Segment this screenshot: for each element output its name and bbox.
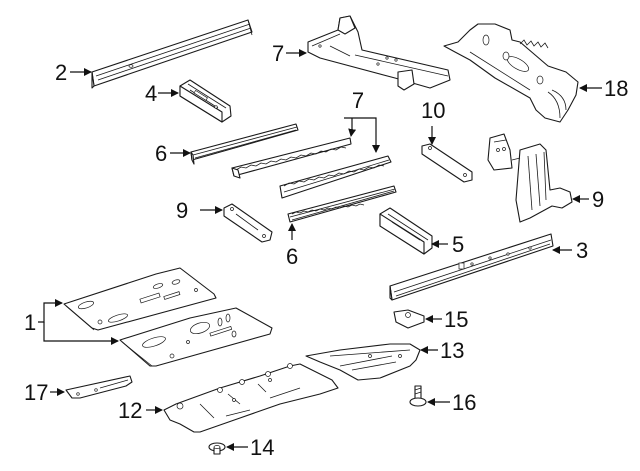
part-1-floor-pan-lower[interactable] xyxy=(119,307,273,367)
callout-17[interactable]: 17 xyxy=(24,380,48,405)
part-7-center-crossmember-lower[interactable] xyxy=(279,155,392,199)
leader-lines xyxy=(38,49,602,451)
callout-6-lower[interactable]: 6 xyxy=(286,244,298,269)
callout-7[interactable]: 7 xyxy=(352,88,364,113)
part-17-side-shield-strip[interactable] xyxy=(65,375,133,399)
part-8-floor-tunnel-assembly[interactable] xyxy=(307,15,451,91)
callout-13[interactable]: 13 xyxy=(440,338,464,363)
callout-9[interactable]: 9 xyxy=(592,187,604,212)
part-18-rear-crossmember[interactable] xyxy=(443,23,579,123)
callout-18[interactable]: 18 xyxy=(604,76,628,101)
part-6-seat-crossmember-upper[interactable] xyxy=(190,123,299,165)
part-9-side-bracket[interactable] xyxy=(487,133,573,223)
callout-3[interactable]: 3 xyxy=(576,238,588,263)
part-4-seat-mount-bracket[interactable] xyxy=(179,79,232,123)
part-12-under-floor-shield[interactable] xyxy=(163,363,339,433)
part-5-seat-bracket-lower[interactable] xyxy=(379,207,433,255)
part-16-bolt[interactable] xyxy=(409,385,427,407)
part-14-push-clip[interactable] xyxy=(208,442,226,455)
part-6-seat-crossmember-lower[interactable] xyxy=(287,185,397,223)
part-11-reinforcement-strap[interactable] xyxy=(421,143,473,183)
part-7-center-crossmember-upper[interactable] xyxy=(231,137,352,179)
part-13-rear-shield[interactable] xyxy=(305,343,421,381)
callout-11[interactable]: 10 xyxy=(421,98,445,123)
part-15-spacer-block[interactable] xyxy=(393,309,425,329)
callout-14[interactable]: 14 xyxy=(250,435,274,460)
part-1-floor-pan-upper[interactable] xyxy=(63,267,217,331)
callout-12[interactable]: 12 xyxy=(118,398,142,423)
callout-15[interactable]: 15 xyxy=(444,307,468,332)
part-10-reinforcement-strap[interactable] xyxy=(223,203,273,243)
callout-2[interactable]: 2 xyxy=(55,60,67,85)
part-2-long-side-rail[interactable] xyxy=(91,19,253,89)
callout-8[interactable]: 7 xyxy=(272,41,284,66)
callout-5[interactable]: 5 xyxy=(452,232,464,257)
callout-4[interactable]: 4 xyxy=(145,81,157,106)
callout-1[interactable]: 1 xyxy=(24,310,36,335)
callout-6-upper[interactable]: 6 xyxy=(155,141,167,166)
callout-10[interactable]: 9 xyxy=(176,198,188,223)
callout-16[interactable]: 16 xyxy=(452,390,476,415)
